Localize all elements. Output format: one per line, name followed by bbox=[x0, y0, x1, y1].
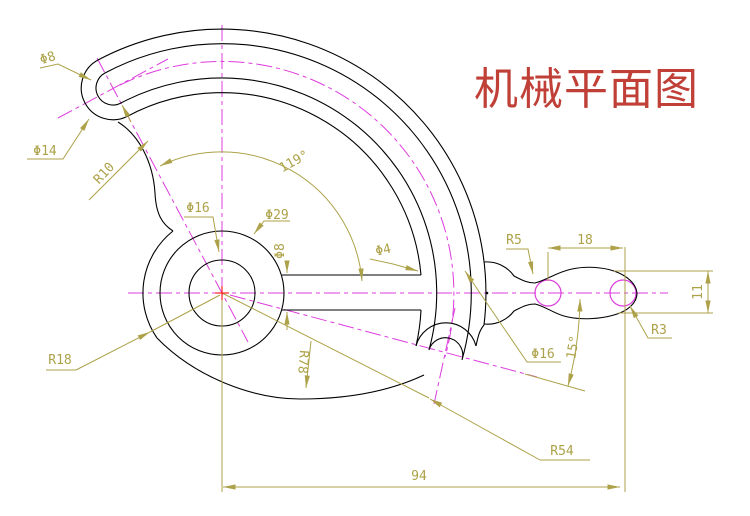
dim-label-phi4: Φ4 bbox=[374, 242, 393, 260]
dim-label-r3: R3 bbox=[651, 323, 667, 338]
dim-label-phi8-end: Φ8 bbox=[38, 49, 58, 68]
leader-phi14 bbox=[27, 118, 90, 160]
arm-end-cap bbox=[80, 59, 129, 121]
bottom-sweep-edge bbox=[156, 337, 425, 400]
angle15-centerline bbox=[229, 294, 538, 378]
leader-r18-tail bbox=[149, 294, 221, 333]
boss-lower-fillet bbox=[475, 324, 485, 347]
dim-label-phi14: Φ14 bbox=[33, 144, 57, 159]
arm-end-cross-centerline bbox=[57, 58, 169, 119]
dim-label-18: 18 bbox=[577, 233, 593, 248]
arm-outer-edge bbox=[97, 28, 487, 326]
dim-label-phi29: Φ29 bbox=[265, 208, 288, 223]
boss-center-point bbox=[485, 291, 489, 295]
leader-r10 bbox=[88, 140, 149, 201]
arm-arc-centerline bbox=[119, 61, 455, 358]
dim119-arc bbox=[159, 151, 364, 282]
leader-phi16-hub bbox=[184, 216, 220, 253]
leader-r5 bbox=[506, 248, 534, 275]
leader-r10-arrow2 bbox=[121, 104, 132, 123]
link-hole-right bbox=[609, 279, 637, 307]
leader-phi8-end bbox=[39, 63, 92, 81]
dim-label-phi16-hub: Φ16 bbox=[186, 201, 209, 216]
dim-label-r10: R10 bbox=[91, 160, 118, 187]
dim-label-phi16-boss: Φ16 bbox=[531, 347, 554, 362]
drawing-title: 机械平面图 bbox=[474, 64, 699, 115]
dim-label-94: 94 bbox=[411, 469, 427, 484]
dim-label-r78: R78 bbox=[294, 350, 311, 374]
dim15-ext bbox=[524, 373, 586, 392]
leader-r18 bbox=[75, 331, 151, 371]
left-s-curve bbox=[117, 121, 174, 232]
curved-slot bbox=[95, 43, 472, 361]
dim-label-r18: R18 bbox=[48, 353, 71, 368]
leader-r54-radial bbox=[221, 292, 430, 399]
dim15-arc bbox=[567, 298, 583, 387]
slot-end-centerline bbox=[433, 307, 456, 405]
arm-end-radial-centerline bbox=[96, 57, 249, 343]
dim-label-r54: R54 bbox=[550, 444, 574, 459]
dim-label-11: 11 bbox=[691, 284, 706, 300]
dim-label-r5: R5 bbox=[506, 233, 522, 248]
dim-label-15deg: 15° bbox=[564, 335, 583, 361]
boss-neck-link-outline bbox=[483, 261, 638, 325]
dim-label-phi8-channel: Φ8 bbox=[273, 243, 288, 259]
leader-r78 bbox=[304, 340, 312, 389]
leader-r54 bbox=[429, 398, 541, 461]
dimension-lines bbox=[27, 63, 713, 492]
hub-center-mark bbox=[215, 286, 229, 300]
slot-end-outer-cap bbox=[415, 322, 477, 347]
arm-inner-edge bbox=[127, 92, 422, 276]
leader-phi16-boss bbox=[464, 270, 561, 363]
leader-phi29 bbox=[253, 220, 290, 235]
leader-r3 bbox=[629, 305, 672, 339]
leader-phi4 bbox=[369, 258, 419, 272]
